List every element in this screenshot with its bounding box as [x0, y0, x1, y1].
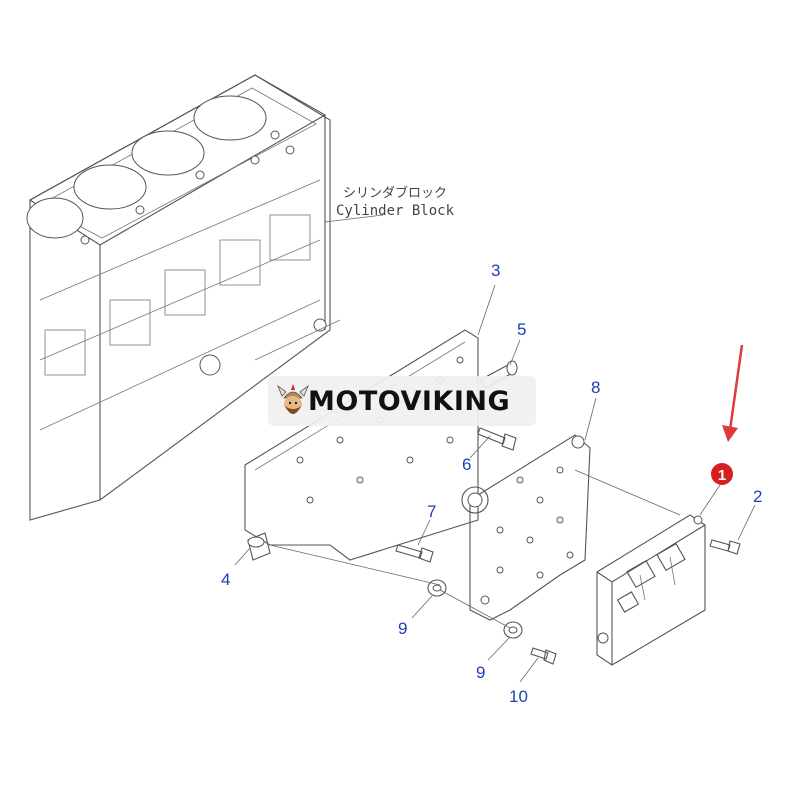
ecu-module-drawing — [596, 514, 706, 666]
callout-4: 4 — [221, 570, 230, 589]
leader-lines — [234, 214, 756, 683]
callout-9b: 9 — [476, 663, 485, 682]
callout-3: 3 — [491, 261, 500, 280]
bolt-2-drawing — [709, 539, 741, 555]
bolt-7-drawing — [395, 544, 434, 563]
callout-1-highlight: 1 — [711, 463, 733, 485]
bracket-plate-drawing — [461, 434, 591, 621]
mounting-plate-drawing — [244, 329, 479, 561]
callout-9a: 9 — [398, 619, 407, 638]
callout-1: 1 — [718, 467, 726, 484]
callout-2: 2 — [753, 487, 762, 506]
cylinder-block-drawing — [26, 74, 341, 521]
brand-banner: MOTOVIKING — [268, 376, 536, 426]
washer-9b-drawing — [503, 621, 523, 639]
callout-6: 6 — [462, 455, 471, 474]
caption-english: Cylinder Block — [336, 203, 455, 219]
pointer-arrow-icon — [722, 344, 744, 442]
callout-5: 5 — [517, 320, 526, 339]
washer-9a-drawing — [427, 579, 447, 597]
callout-8: 8 — [591, 378, 600, 397]
bolt-10-drawing — [530, 647, 557, 665]
brand-name: MOTOVIKING — [308, 385, 511, 417]
bolt-6-drawing — [477, 427, 517, 451]
callout-7: 7 — [427, 502, 436, 521]
spacer-4-drawing — [247, 532, 271, 561]
viking-logo-icon — [277, 384, 309, 414]
caption-japanese: シリンダブロック — [343, 185, 447, 201]
callout-10: 10 — [509, 687, 528, 706]
